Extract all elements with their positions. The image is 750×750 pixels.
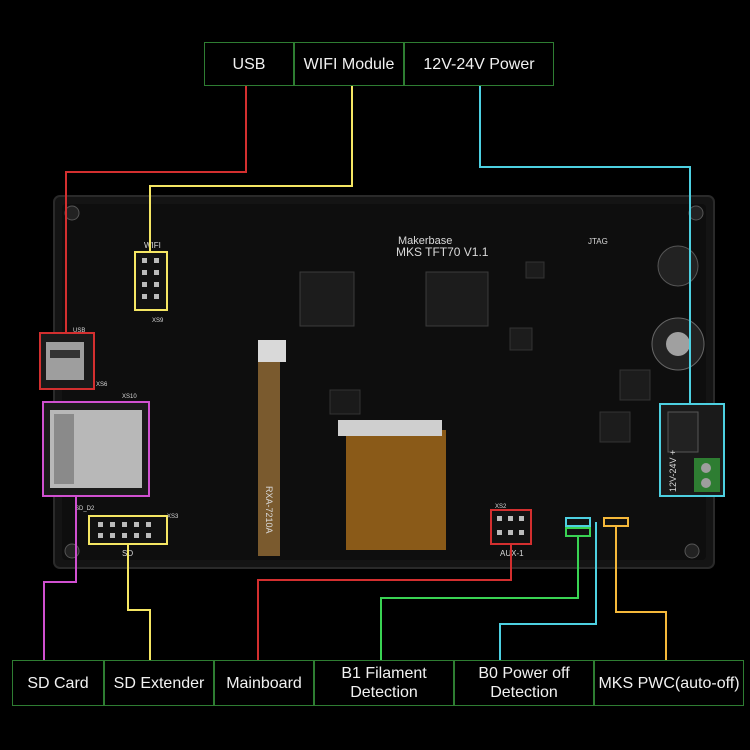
small-chip <box>329 389 361 415</box>
b1-header <box>565 527 591 537</box>
sdd2-silk: SD_D2 <box>75 506 95 512</box>
power-connector-line <box>479 86 691 404</box>
xs2-silk: XS2 <box>495 504 507 510</box>
b0-header <box>565 517 591 527</box>
ribbon-silk: RXA-7210A <box>264 486 274 534</box>
wifi-module-label: WIFI Module <box>294 42 404 86</box>
xs10-silk: XS10 <box>122 394 137 400</box>
sd-extender-label: SD Extender <box>104 660 214 706</box>
b0-label-line1: B0 Power off <box>478 665 570 682</box>
pwc-label-text: MKS PWC(auto-off) <box>598 674 740 692</box>
sd-card-connector-line <box>43 496 77 660</box>
b1-filament-label: B1 Filament Detection <box>314 660 454 706</box>
b1-label-line2: Detection <box>350 684 418 701</box>
b0-power-off-label: B0 Power off Detection <box>454 660 594 706</box>
wifi-silk: WIFI <box>144 241 161 250</box>
ribbon-cable-small <box>258 360 280 556</box>
board-brand: Makerbase <box>398 235 452 247</box>
sd-card-label: SD Card <box>12 660 104 706</box>
mainboard-label-text: Mainboard <box>226 674 302 692</box>
board-model: MKS TFT70 V1.1 <box>396 245 489 259</box>
power-label: 12V-24V Power <box>404 42 554 86</box>
usb-silk: USB <box>73 328 85 334</box>
sd-card-label-text: SD Card <box>27 674 89 692</box>
fpga-chip <box>425 271 489 327</box>
sd-extender-connector-line <box>127 544 151 660</box>
usb-label: USB <box>204 42 294 86</box>
mainboard-label: Mainboard <box>214 660 314 706</box>
usb-connector-line <box>65 86 247 333</box>
wifi-label-text: WIFI Module <box>303 55 395 73</box>
b0-connector-line <box>499 522 597 660</box>
mainboard-connector-line <box>257 544 512 660</box>
power-label-text: 12V-24V Power <box>423 55 535 73</box>
mks-pwc-label: MKS PWC(auto-off) <box>594 660 744 706</box>
aux1-header <box>490 509 532 545</box>
buzzer <box>657 245 699 287</box>
jtag-silk: JTAG <box>588 237 608 246</box>
ribbon-cable-large <box>346 430 446 550</box>
mount-hole <box>64 205 80 221</box>
wifi-connector-line <box>149 86 353 252</box>
sd-extender-header <box>88 515 168 545</box>
xs3-silk: XS3 <box>167 514 179 520</box>
pwc-header <box>603 517 629 527</box>
pwc-connector-line <box>615 526 667 660</box>
ribbon-connector-large <box>338 420 442 436</box>
xs9-silk: XS9 <box>152 318 164 324</box>
mcu-chip <box>299 271 355 327</box>
sd-extender-label-text: SD Extender <box>113 674 205 692</box>
xs6-silk: XS6 <box>96 382 108 388</box>
power-silk: 12V-24V + <box>668 450 678 492</box>
usb-label-text: USB <box>232 55 266 73</box>
mount-hole <box>688 205 704 221</box>
b1-label-line1: B1 Filament <box>341 665 427 682</box>
b1-connector-line <box>380 536 579 660</box>
mount-hole <box>684 543 700 559</box>
aux-silk: AUX-1 <box>500 549 524 558</box>
ribbon-connector-small <box>258 340 286 362</box>
b0-label-line2: Detection <box>490 684 558 701</box>
wifi-header <box>134 251 168 311</box>
